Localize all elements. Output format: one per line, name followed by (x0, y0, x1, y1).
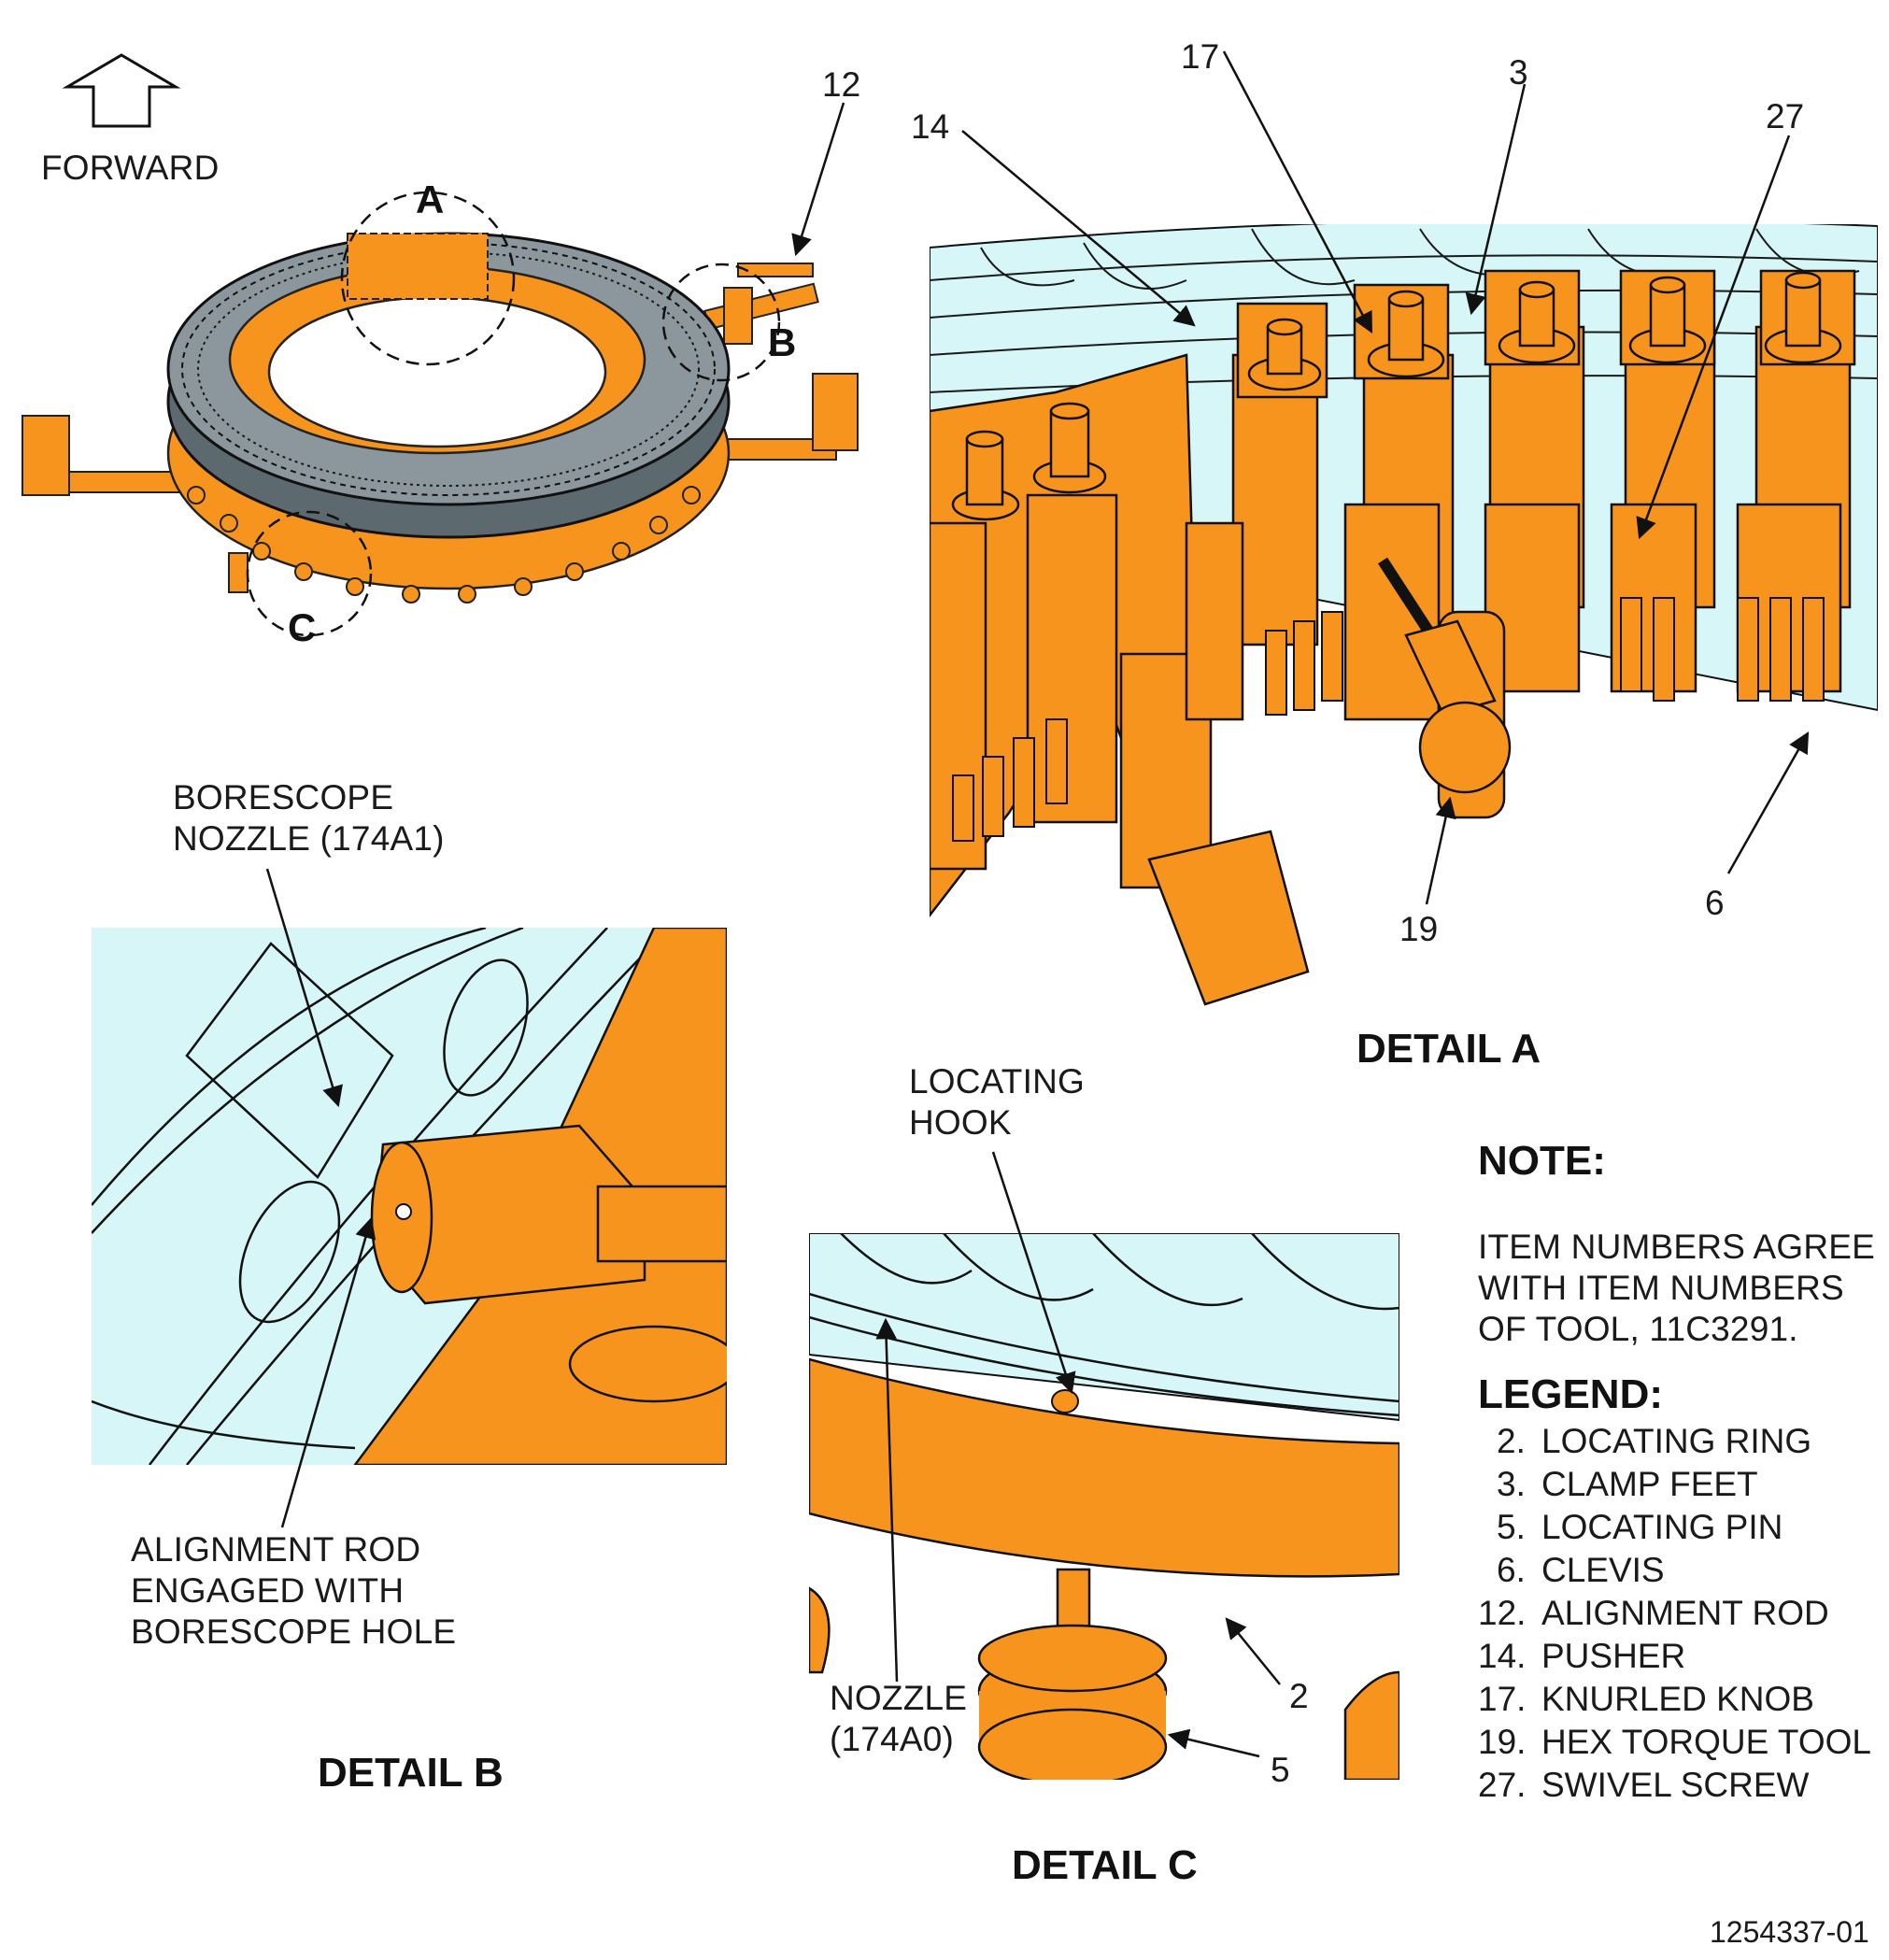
detail-circle-c-label: C (288, 605, 317, 649)
callout-3: 3 (1509, 53, 1528, 92)
detail-circle-b-label: B (768, 320, 797, 364)
legend-item-label: LOCATING PIN (1541, 1508, 1783, 1546)
note-text: ITEM NUMBERS AGREE WITH ITEM NUMBERS OF … (1478, 1228, 1876, 1348)
legend-item-num: 12. (1478, 1594, 1527, 1632)
forward-arrow-icon (62, 53, 181, 128)
callout-14: 14 (911, 107, 950, 146)
legend-item-num: 6. (1497, 1551, 1526, 1589)
legend-item-num: 19. (1478, 1723, 1527, 1761)
legend-item-num: 2. (1497, 1422, 1526, 1460)
legend-item-num: 27. (1478, 1766, 1527, 1804)
detail-c-artwork (809, 1233, 1399, 1780)
legend-item-num: 3. (1497, 1465, 1526, 1503)
figure-number: 1254337-01 (1710, 1915, 1869, 1949)
legend-heading: LEGEND: (1478, 1371, 1663, 1417)
callout-17: 17 (1181, 37, 1220, 76)
callout-12: 12 (822, 65, 861, 104)
legend-item-label: HEX TORQUE TOOL (1541, 1723, 1871, 1761)
borescope-nozzle-label: BORESCOPE NOZZLE (174A1) (173, 778, 445, 858)
callout-6: 6 (1705, 884, 1725, 922)
legend-item-num: 14. (1478, 1637, 1527, 1675)
detail-a-title: DETAIL A (1356, 1026, 1541, 1072)
callout-19: 19 (1399, 910, 1439, 948)
overview-ring-assembly (21, 232, 859, 604)
legend-item-num: 5. (1497, 1508, 1526, 1546)
legend-item-label: CLEVIS (1541, 1551, 1665, 1589)
legend-item-label: CLAMP FEET (1541, 1465, 1758, 1503)
detail-a-artwork (930, 224, 1878, 1006)
callout-27: 27 (1766, 97, 1805, 135)
callout-5: 5 (1271, 1751, 1290, 1789)
note-heading: NOTE: (1478, 1138, 1606, 1184)
legend-item-label: PUSHER (1541, 1637, 1686, 1675)
nozzle-174a0-label: NOZZLE (174A0) (830, 1679, 968, 1758)
legend-item-label: KNURLED KNOB (1541, 1680, 1814, 1718)
callout-2: 2 (1289, 1677, 1309, 1715)
alignment-rod-label: ALIGNMENT ROD ENGAGED WITH BORESCOPE HOL… (131, 1530, 457, 1651)
detail-b-title: DETAIL B (318, 1750, 504, 1796)
forward-label: FORWARD (41, 149, 220, 187)
legend-item-label: ALIGNMENT ROD (1541, 1594, 1829, 1632)
legend-item-label: SWIVEL SCREW (1541, 1766, 1810, 1804)
detail-c-title: DETAIL C (1012, 1842, 1198, 1888)
legend-item-num: 17. (1478, 1680, 1527, 1718)
detail-b-artwork (92, 928, 727, 1465)
legend-item-label: LOCATING RING (1541, 1422, 1812, 1460)
detail-circle-a-label: A (416, 178, 445, 221)
locating-hook-label: LOCATING HOOK (909, 1062, 1085, 1142)
